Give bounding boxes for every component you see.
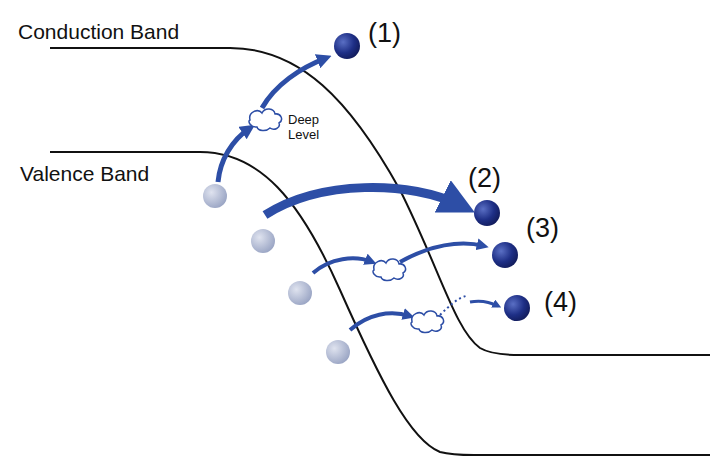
deep-level: Deep Level (246, 104, 334, 142)
deep-level-cloud (373, 259, 406, 281)
band-label: Valence Band (20, 162, 149, 186)
node-text: Deep Level (288, 112, 332, 142)
arrow (400, 244, 484, 262)
arrow (265, 188, 462, 215)
arrow (262, 58, 326, 108)
valence-band-edge (50, 152, 710, 455)
conduction-electron (492, 242, 518, 268)
callout-number: (2) (468, 163, 501, 194)
arrow (313, 258, 372, 273)
arrow (218, 128, 250, 182)
valence-electron (326, 340, 350, 364)
arrow (470, 301, 498, 306)
valence-electron (251, 229, 275, 253)
conduction-band-edge (50, 48, 710, 355)
callout-number: (1) (368, 18, 401, 49)
band-label: Conduction Band (18, 20, 179, 44)
deep-level-cloud (411, 311, 444, 333)
conduction-electron (334, 33, 360, 59)
callout-number: (3) (526, 213, 559, 244)
conduction-electron (474, 200, 500, 226)
valence-electron (203, 184, 227, 208)
valence-electron (288, 281, 312, 305)
callout-number: (4) (544, 287, 577, 318)
arrow (350, 313, 410, 330)
deep-level-cloud (246, 104, 288, 134)
tunnel-path (440, 296, 466, 315)
conduction-electron (504, 295, 530, 321)
